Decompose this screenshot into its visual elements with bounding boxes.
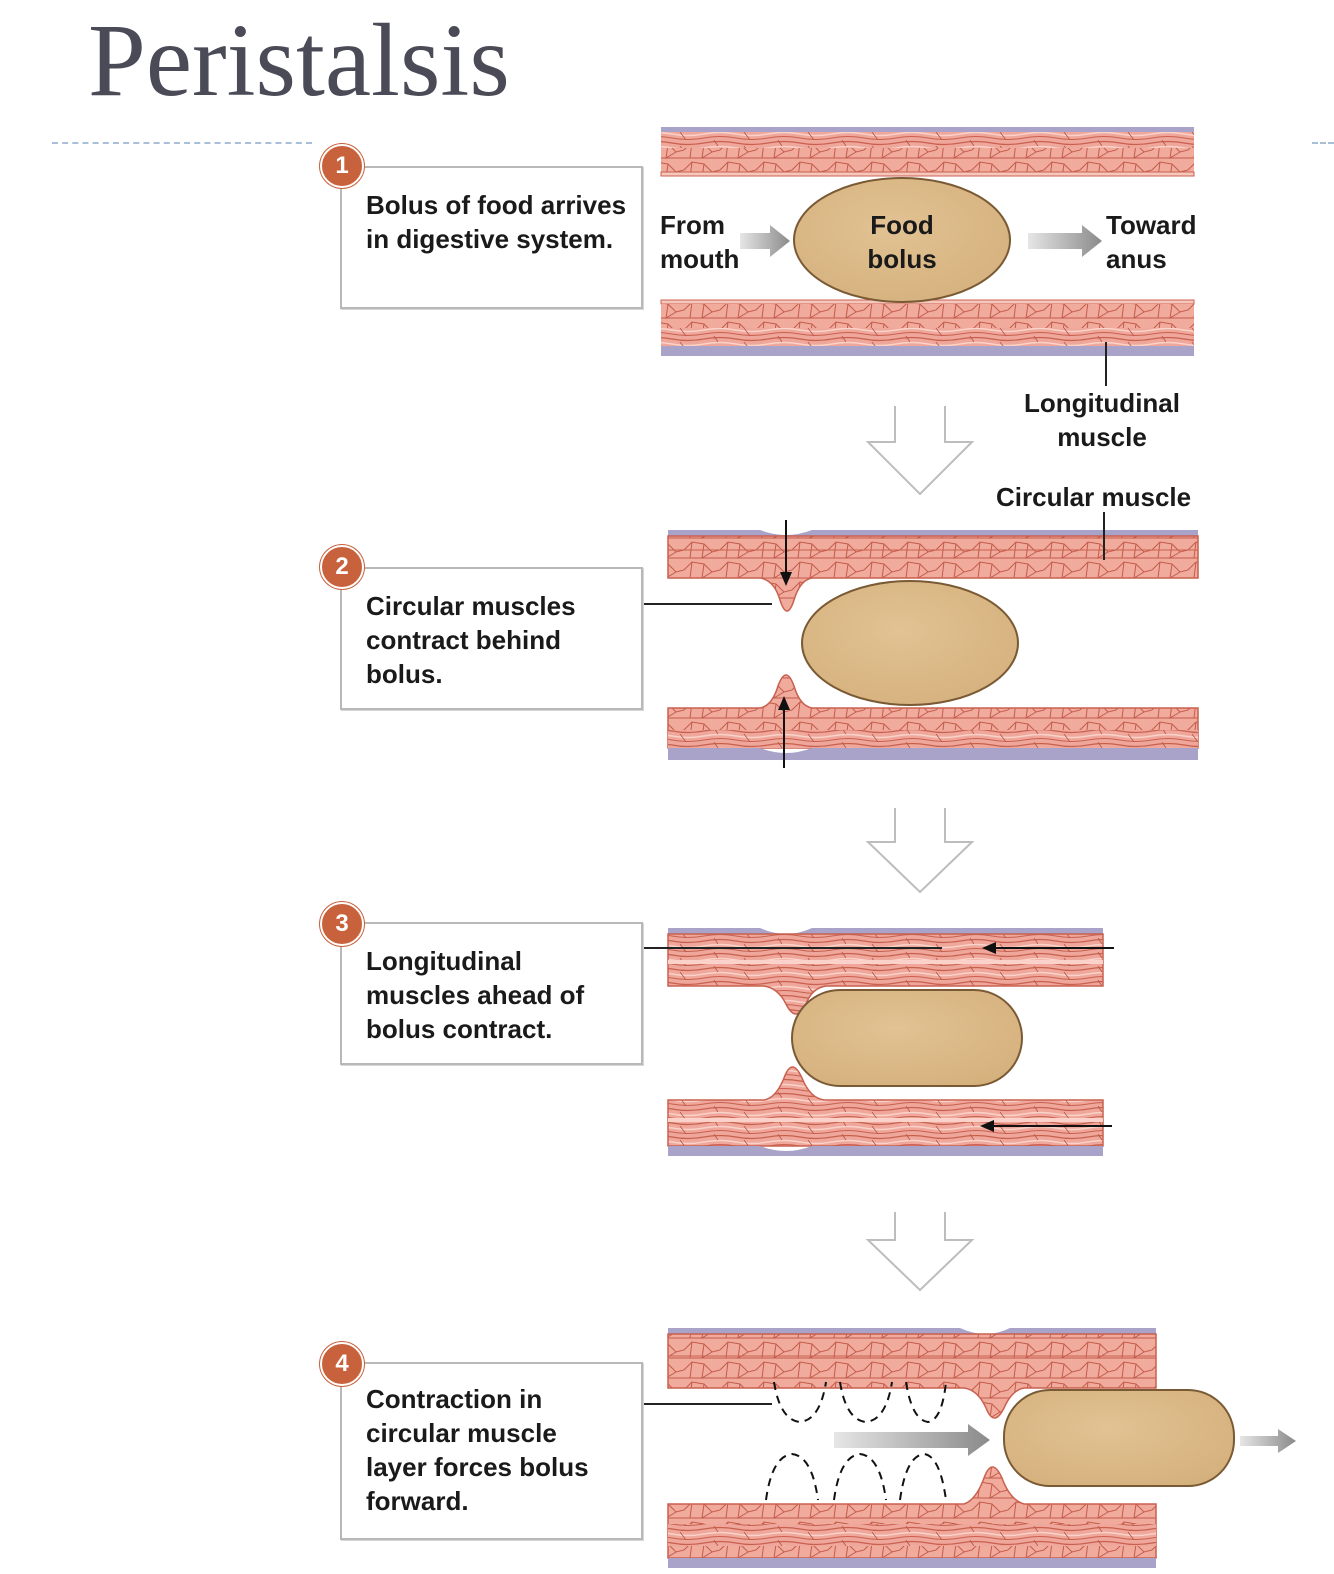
longitudinal-muscle-label: Longitudinal muscle — [1024, 388, 1180, 452]
flow-down-arrow-2 — [865, 808, 975, 894]
toward-anus-arrow — [1028, 225, 1102, 257]
from-mouth-arrow — [740, 225, 790, 257]
food-bolus — [791, 989, 1023, 1087]
toward-anus-label: Toward anus — [1106, 210, 1197, 274]
circular-muscle-label: Circular muscle — [996, 482, 1192, 512]
contraction-arrow-up — [778, 696, 790, 768]
longitudinal-arrow-top — [982, 942, 1114, 954]
longitudinal-arrow-bottom — [980, 1120, 1112, 1132]
previous-contraction-dashes — [765, 1381, 947, 1501]
step-3-text: Longitudinal muscles ahead of bolus cont… — [366, 946, 585, 1044]
step-1-box: Bolus of food arrives in digestive syste… — [340, 166, 643, 309]
food-bolus — [801, 580, 1019, 706]
step-4-badge: 4 — [320, 1342, 364, 1386]
step-3-badge: 3 — [320, 902, 364, 946]
stage-2-tube — [667, 530, 1199, 760]
step-4-text: Contraction in circular muscle layer for… — [366, 1384, 589, 1516]
step-2-box: Circular muscles contract behind bolus. — [340, 567, 643, 710]
flow-down-arrow-1 — [865, 406, 975, 496]
food-bolus-label: Food bolus — [867, 210, 937, 274]
step-2-text: Circular muscles contract behind bolus. — [366, 591, 576, 689]
exit-arrow — [1240, 1429, 1296, 1453]
stage-4-tube — [667, 1328, 1157, 1568]
flow-down-arrow-3 — [865, 1212, 975, 1292]
title-divider — [52, 142, 312, 144]
food-bolus — [1003, 1389, 1235, 1487]
from-mouth-label: From mouth — [660, 210, 740, 274]
contraction-arrow-down — [780, 520, 792, 586]
bolus-push-arrow — [834, 1424, 990, 1456]
step-1-badge: 1 — [320, 144, 364, 188]
step-4-box: Contraction in circular muscle layer for… — [340, 1362, 643, 1540]
title-divider-right — [1312, 142, 1334, 144]
food-bolus — [793, 177, 1011, 303]
step-3-box: Longitudinal muscles ahead of bolus cont… — [340, 922, 643, 1065]
page-title: Peristalsis — [88, 3, 510, 118]
stage-1-tube — [660, 127, 1195, 356]
step-2-badge: 2 — [320, 545, 364, 589]
step-1-text: Bolus of food arrives in digestive syste… — [366, 190, 627, 254]
